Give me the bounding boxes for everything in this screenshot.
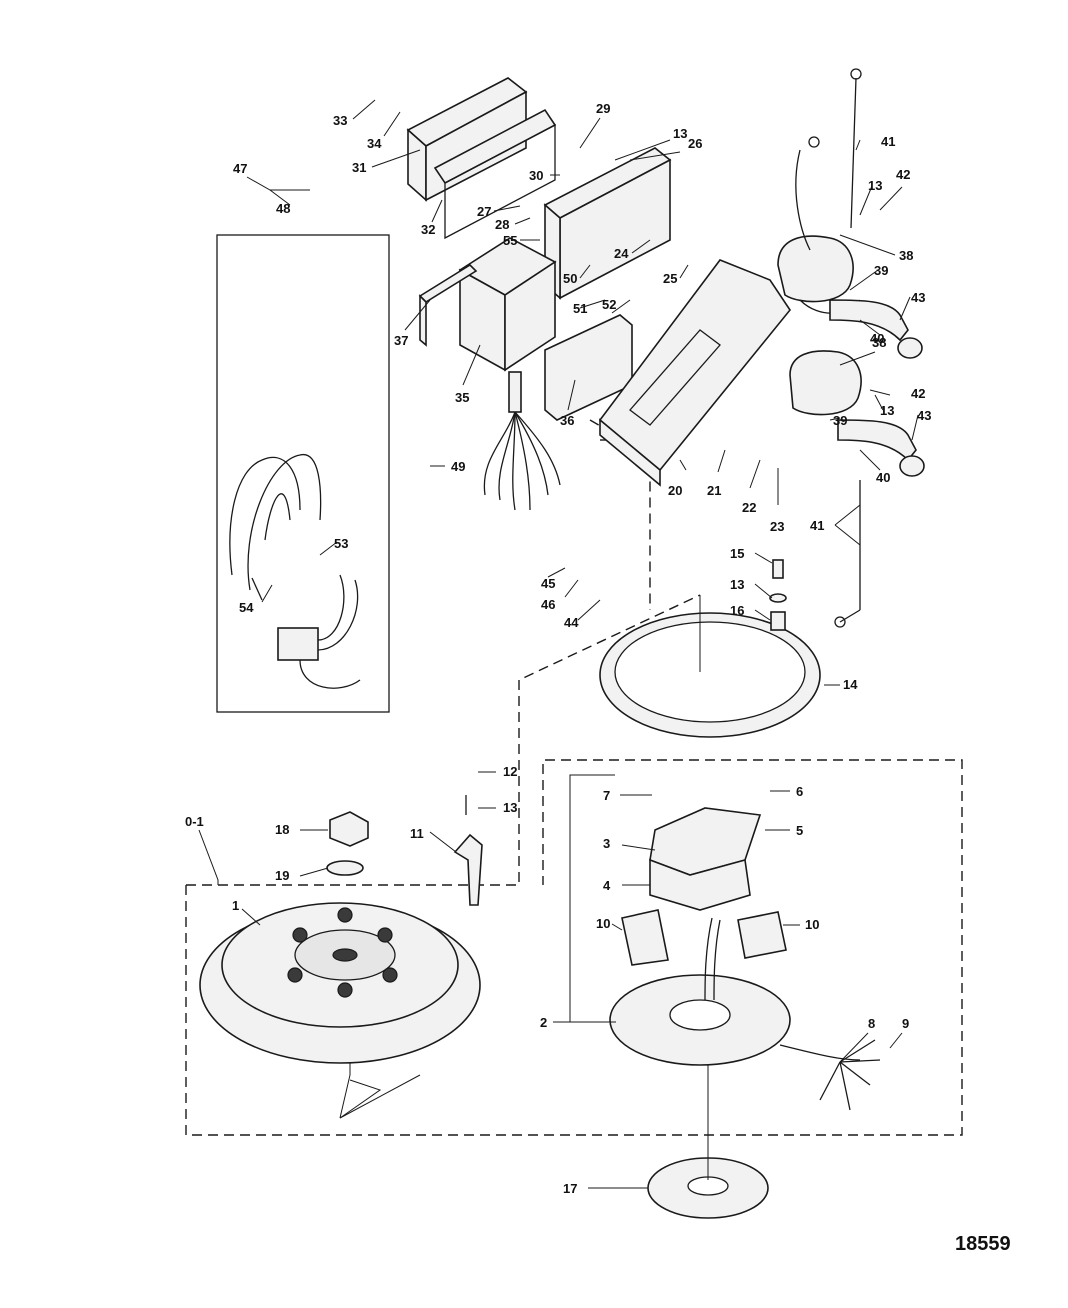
label-3: 3 — [603, 836, 610, 851]
gasket-32 — [433, 108, 557, 240]
label-43-lower: 43 — [917, 408, 931, 423]
trigger-coils-10 — [621, 909, 787, 966]
label-33: 33 — [333, 113, 347, 128]
mounting-plate-20 — [598, 259, 791, 487]
callout-labels: 33 34 31 32 29 13 26 30 27 28 55 24 25 5… — [185, 101, 1011, 1255]
bracket-37 — [418, 263, 478, 347]
label-47: 47 — [233, 161, 247, 176]
washer-17 — [647, 1157, 769, 1219]
wire-harness — [483, 411, 561, 511]
label-51: 51 — [573, 301, 587, 316]
label-35: 35 — [455, 390, 469, 405]
label-38-upper: 38 — [899, 248, 913, 263]
label-30: 30 — [529, 168, 543, 183]
label-53: 53 — [334, 536, 348, 551]
label-0-1: 0-1 — [185, 814, 204, 829]
label-18: 18 — [275, 822, 289, 837]
label-42-lower: 42 — [911, 386, 925, 401]
ring-gasket-14 — [599, 595, 821, 738]
label-13-lower: 13 — [880, 403, 894, 418]
label-26: 26 — [688, 136, 702, 151]
ground-wires-41 — [795, 68, 862, 628]
label-11: 11 — [410, 826, 424, 841]
screw-15-spacer-16 — [769, 559, 787, 631]
label-13-top: 13 — [673, 126, 687, 141]
label-24: 24 — [614, 246, 629, 261]
label-10-right: 10 — [805, 917, 819, 932]
label-42-top: 42 — [896, 167, 910, 182]
label-52: 52 — [602, 297, 616, 312]
label-39-lower: 39 — [833, 413, 847, 428]
label-14: 14 — [843, 677, 858, 692]
label-36: 36 — [560, 413, 574, 428]
label-34: 34 — [367, 136, 382, 151]
label-46: 46 — [541, 597, 555, 612]
label-5: 5 — [796, 823, 803, 838]
label-17: 17 — [563, 1181, 577, 1196]
label-22: 22 — [742, 500, 756, 515]
bracket-11 — [453, 795, 483, 906]
label-41-top: 41 — [881, 134, 895, 149]
label-10-left: 10 — [596, 916, 610, 931]
label-13-low: 13 — [503, 800, 517, 815]
label-19: 19 — [275, 868, 289, 883]
label-41-lower: 41 — [810, 518, 824, 533]
leader-lines — [198, 99, 919, 1189]
label-12: 12 — [503, 764, 517, 779]
label-31: 31 — [352, 160, 366, 175]
label-29: 29 — [596, 101, 610, 116]
drawing-number: 18559 — [955, 1233, 1011, 1255]
label-40-lower: 40 — [876, 470, 890, 485]
ignition-pack-35 — [458, 237, 557, 413]
label-43-upper: 43 — [911, 290, 925, 305]
label-40-upper: 40 — [870, 331, 884, 346]
label-15: 15 — [730, 546, 744, 561]
label-38-lower: 38 — [872, 335, 886, 350]
label-45: 45 — [541, 576, 555, 591]
label-27: 27 — [477, 204, 491, 219]
label-21: 21 — [707, 483, 721, 498]
label-20: 20 — [668, 483, 682, 498]
label-32: 32 — [421, 222, 435, 237]
coil-38-upper — [777, 235, 923, 359]
label-13-coil: 13 — [868, 178, 882, 193]
label-37: 37 — [394, 333, 408, 348]
label-39-upper: 39 — [874, 263, 888, 278]
coil-38-lower — [789, 350, 925, 477]
label-48: 48 — [276, 201, 290, 216]
label-54: 54 — [239, 600, 254, 615]
label-1: 1 — [232, 898, 239, 913]
label-2: 2 — [540, 1015, 547, 1030]
nut-18-washer-19 — [326, 811, 369, 876]
label-4: 4 — [603, 878, 611, 893]
label-49: 49 — [451, 459, 465, 474]
label-7: 7 — [603, 788, 610, 803]
label-44: 44 — [564, 615, 579, 630]
stator-coils-3-4-5 — [649, 807, 762, 911]
label-23: 23 — [770, 519, 784, 534]
label-28: 28 — [495, 217, 509, 232]
flywheel-1 — [199, 902, 481, 1064]
label-6: 6 — [796, 784, 803, 799]
label-13-mid: 13 — [730, 577, 744, 592]
wiring-inset-box — [216, 234, 390, 713]
stator-base-2 — [609, 917, 791, 1066]
label-9: 9 — [902, 1016, 909, 1031]
label-50: 50 — [563, 271, 577, 286]
label-16: 16 — [730, 603, 744, 618]
label-25: 25 — [663, 271, 677, 286]
label-55: 55 — [503, 233, 517, 248]
label-8: 8 — [868, 1016, 875, 1031]
stator-leads-8-9 — [779, 1039, 881, 1111]
